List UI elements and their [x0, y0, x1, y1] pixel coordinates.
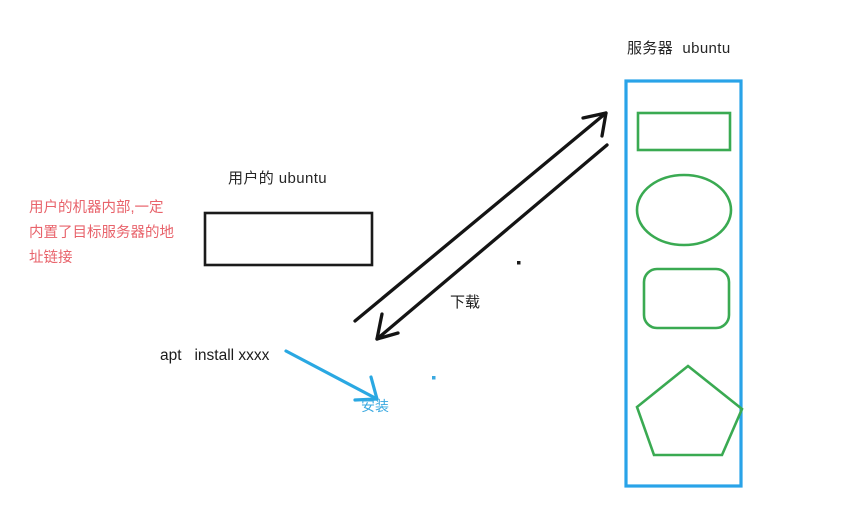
client-title-label: 用户的 ubuntu	[228, 170, 328, 187]
server-title-label: 服务器 ubuntu	[627, 40, 731, 57]
download-arrow-label: 下载	[450, 294, 481, 311]
green-rectangle	[636, 111, 732, 152]
install-arrow	[284, 349, 379, 402]
ink-dot-black	[517, 261, 521, 265]
green-ellipse	[635, 173, 733, 247]
client-ubuntu-box	[203, 211, 374, 267]
green-pentagon	[635, 364, 744, 457]
ink-dot-blue	[432, 376, 436, 380]
install-arrow-label: 安装	[361, 398, 389, 414]
apt-install-command-text: apt install xxxx	[160, 347, 270, 364]
green-rounded-rectangle	[642, 267, 731, 330]
red-annotation-note: 用户的机器内部,一定 内置了目标服务器的地 址链接	[29, 200, 174, 266]
download-double-arrow	[353, 111, 609, 341]
